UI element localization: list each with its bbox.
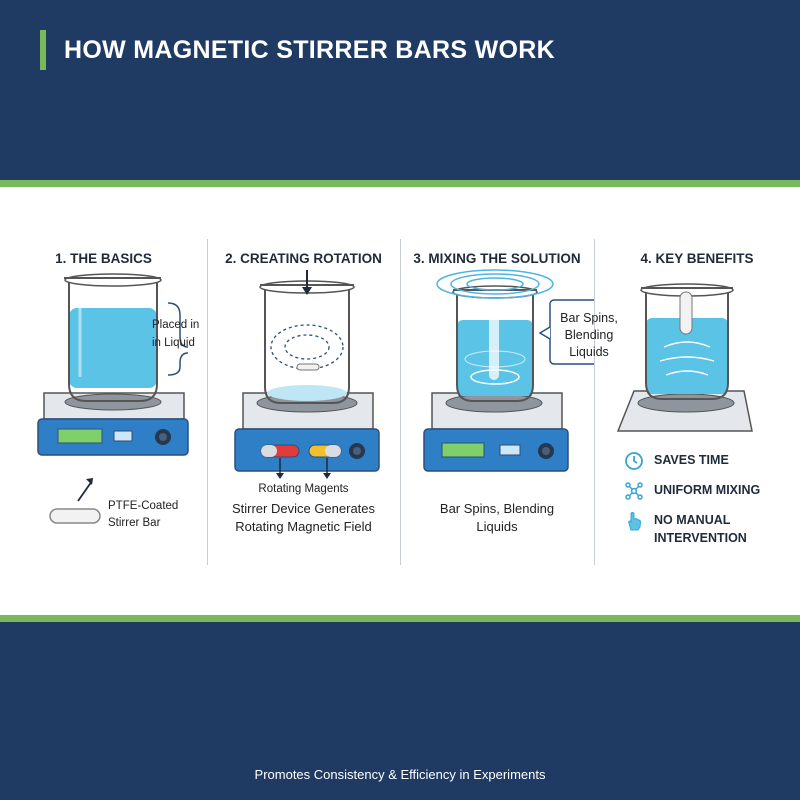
page-title: HOW MAGNETIC STIRRER BARS WORK — [64, 36, 555, 64]
basics-illustration — [37, 273, 189, 524]
hand-icon — [628, 511, 642, 531]
clock-icon — [625, 452, 643, 470]
callout-line: Blending — [564, 328, 614, 342]
rotation-illustration — [234, 270, 380, 479]
header-stripe — [0, 180, 800, 187]
caption-line: Rotating Magnetic Field — [235, 519, 372, 534]
header-band — [0, 0, 800, 180]
panel-divider — [400, 239, 401, 565]
panel-divider — [207, 239, 208, 565]
caption-line: Stirrer Device Generates — [231, 501, 376, 516]
stirrer-bar-label-line: PTFE-Coated — [108, 500, 179, 512]
arrow-icon — [77, 480, 93, 502]
beaker — [640, 283, 734, 400]
mixing-illustration — [423, 269, 594, 472]
stirrer-bar — [296, 363, 320, 371]
magnets-label: Rotating Magents — [258, 483, 349, 495]
callout-bubble — [538, 299, 594, 365]
beaker — [64, 273, 162, 402]
callout-bracket — [167, 302, 189, 348]
benefit-text: NO MANUAL INTERVENTION — [654, 513, 747, 545]
caption-line: Bar Spins, Blending — [439, 501, 555, 516]
callout-line: Liquids — [569, 345, 609, 359]
panel-2-caption: Stirrer Device Generates Rotating Magnet… — [207, 500, 400, 536]
panel-1-heading: 1. THE BASICS — [55, 251, 152, 266]
panel-3-caption: Bar Spins, Blending Liquids — [400, 500, 594, 536]
spin-waves-icon — [436, 269, 554, 299]
rotation-field — [270, 324, 344, 370]
stirrer-bar-label-line: Stirrer Bar — [108, 517, 161, 529]
stirrer-plate — [37, 392, 189, 456]
benefit-item: SAVES TIME — [624, 451, 729, 471]
title-accent-bar — [40, 30, 46, 70]
stirrer-bar — [49, 508, 101, 524]
panel-2-heading: 2. CREATING ROTATION — [225, 251, 382, 266]
stirrer-bar-label: PTFE-Coated Stirrer Bar — [108, 498, 198, 532]
benefit-item: NO MANUAL INTERVENTION — [624, 511, 774, 545]
content-panel: 1. THE BASICS — [0, 187, 800, 615]
footer-band — [0, 622, 800, 800]
benefit-item: UNIFORM MIXING — [624, 481, 760, 501]
beaker — [452, 285, 538, 402]
panel-3-heading: 3. MIXING THE SOLUTION — [413, 251, 581, 266]
panel-divider — [594, 239, 595, 565]
panel-4-heading: 4. KEY BENEFITS — [640, 251, 754, 266]
footer-text: Promotes Consistency & Efficiency in Exp… — [254, 767, 546, 782]
beaker — [259, 280, 355, 404]
network-icon — [625, 482, 643, 500]
spin-callout-text: Bar Spins, Blending Liquids — [550, 310, 628, 361]
benefits-illustration — [616, 283, 753, 432]
footer-stripe — [0, 615, 800, 622]
benefit-text: SAVES TIME — [654, 453, 729, 467]
caption-line: Liquids — [476, 519, 518, 534]
callout-line: Bar Spins, — [560, 311, 618, 325]
benefit-text: UNIFORM MIXING — [654, 483, 761, 497]
placed-in-liquid-callout: Placed in in Liquid — [152, 319, 200, 349]
